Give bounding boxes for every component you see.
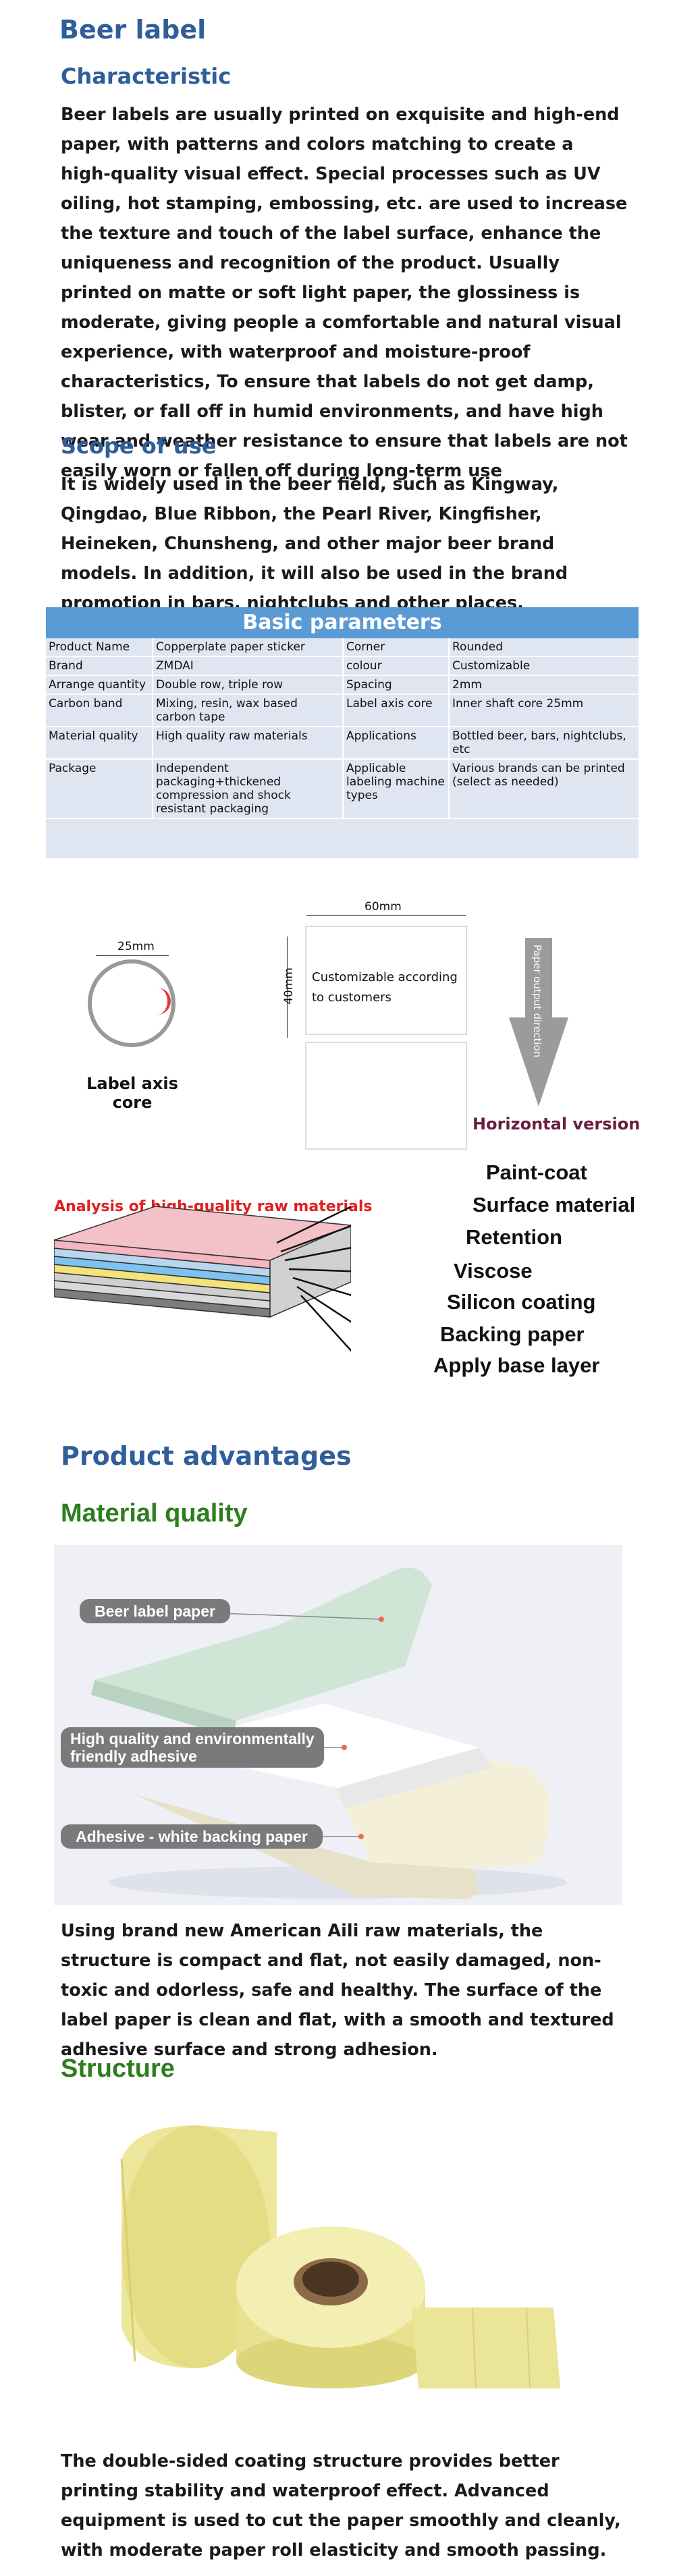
- height-dimension-line: [287, 936, 288, 1038]
- material-layers-drawing: [91, 1567, 567, 1899]
- leader-line: [292, 1277, 351, 1296]
- pill-label-paper: Beer label paper: [80, 1599, 230, 1623]
- arrow-head: [509, 1017, 568, 1107]
- pill-adhesive-line2: friendly adhesive: [70, 1747, 197, 1765]
- layer-side-face: [269, 1225, 351, 1318]
- param-key: Carbon band: [46, 694, 153, 727]
- param-key: Material quality: [46, 727, 153, 760]
- param-key: Package: [46, 759, 153, 819]
- param-key: Spacing: [343, 675, 450, 695]
- axis-core-ring: [88, 959, 176, 1047]
- param-key: Applications: [343, 727, 450, 760]
- arrow-shaft: [525, 938, 552, 1017]
- version-label: Horizontal version: [473, 1115, 641, 1133]
- param-key: Label axis core: [343, 694, 450, 727]
- param-key: Corner: [343, 638, 450, 657]
- material-heading: Material quality: [61, 1499, 248, 1528]
- layer-label: Paint-coat: [486, 1160, 587, 1184]
- core-red-mark: [157, 988, 171, 1015]
- param-key: Product Name: [46, 638, 153, 657]
- param-value: 2mm: [449, 675, 639, 695]
- param-value: Bottled beer, bars, nightclubs, etc: [449, 727, 639, 760]
- param-value: High quality raw materials: [153, 727, 344, 760]
- structure-text: The double-sided coating structure provi…: [61, 2451, 621, 2560]
- leader-line: [300, 1295, 351, 1352]
- param-value: Copperplate paper sticker: [153, 638, 344, 657]
- core-dimension-line: [96, 955, 169, 956]
- advantages-heading: Product advantages: [61, 1441, 352, 1471]
- param-value: Inner shaft core 25mm: [449, 694, 639, 727]
- param-value: ZMDAI: [153, 656, 344, 676]
- label-sample-2: [305, 1042, 467, 1150]
- param-value: Independent packaging+thickened compress…: [153, 759, 344, 819]
- material-text: Using brand new American Aili raw materi…: [61, 1921, 614, 2060]
- leader-line: [288, 1268, 351, 1272]
- pill-backing: Adhesive - white backing paper: [61, 1824, 323, 1849]
- direction-text: Paper output direction: [531, 945, 543, 1058]
- param-value: Rounded: [449, 638, 639, 657]
- param-key: colour: [343, 656, 450, 676]
- param-value: Customizable: [449, 656, 639, 676]
- layer-stack-illustration: [54, 1206, 351, 1352]
- page-title: Beer label: [59, 15, 207, 45]
- pill-adhesive: High quality and environmentally friendl…: [61, 1727, 324, 1768]
- material-illustration: Beer label paper High quality and enviro…: [54, 1545, 622, 1905]
- core-caption: Label axis core: [86, 1074, 178, 1112]
- param-value: Double row, triple row: [153, 675, 344, 695]
- param-key: Applicable labeling machine types: [343, 759, 450, 819]
- leader-line: [296, 1285, 351, 1323]
- layer-label: Viscose: [454, 1259, 533, 1283]
- custom-text: Customizable according to customers: [312, 970, 458, 1005]
- core-size-label: 25mm: [117, 940, 155, 953]
- param-key: Brand: [46, 656, 153, 676]
- layer-top-face: [54, 1206, 351, 1261]
- leader-line: [276, 1206, 351, 1244]
- label-width-text: 60mm: [364, 900, 402, 914]
- scope-heading: Scope of use: [61, 433, 217, 459]
- layer-label: Silicon coating: [447, 1290, 596, 1314]
- parameters-heading: Basic parameters: [46, 607, 639, 638]
- pill-adhesive-line1: High quality and environmentally: [70, 1730, 315, 1747]
- param-key: Arrange quantity: [46, 675, 153, 695]
- layer-label: Retention: [466, 1225, 562, 1249]
- param-value: Various brands can be printed (select as…: [449, 759, 639, 819]
- layer-label: Backing paper: [440, 1322, 585, 1346]
- width-dimension-line: [306, 915, 466, 916]
- characteristic-heading: Characteristic: [61, 63, 232, 89]
- label-height-text: 40mm: [282, 968, 296, 1005]
- characteristic-text: Beer labels are usually printed on exqui…: [61, 105, 628, 481]
- label-rolls-photo: [120, 2125, 560, 2388]
- leader-line: [284, 1247, 351, 1262]
- layer-label: Apply base layer: [433, 1353, 600, 1377]
- layer-label: Surface material: [473, 1193, 636, 1216]
- scope-text: It is widely used in the beer field, suc…: [61, 474, 568, 613]
- param-value: Mixing, resin, wax based carbon tape: [153, 694, 344, 727]
- leader-line: [280, 1225, 351, 1253]
- structure-heading: Structure: [61, 2054, 175, 2083]
- label-sample-1: Customizable according to customers: [305, 926, 467, 1035]
